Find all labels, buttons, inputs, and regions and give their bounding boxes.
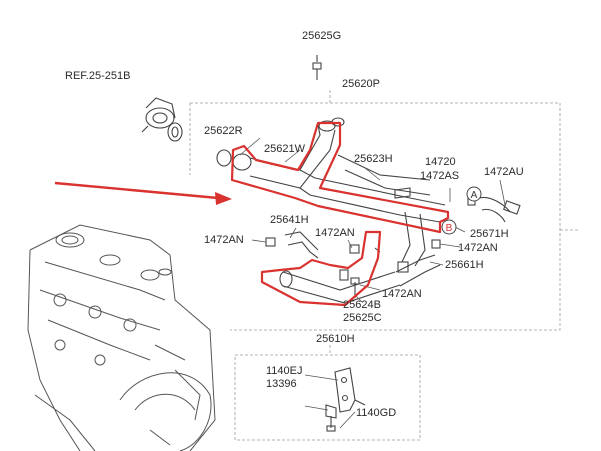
callout-a: A [466, 186, 482, 202]
label-1472AN-left: 1472AN [204, 234, 244, 246]
label-1472AU: 1472AU [484, 166, 524, 178]
label-25661H: 25661H [445, 259, 484, 271]
label-ref: REF.25-251B [65, 70, 131, 82]
label-25641H: 25641H [270, 214, 309, 226]
assembly-frame [189, 90, 580, 331]
label-13396: 13396 [266, 378, 297, 390]
label-25620P: 25620P [342, 78, 380, 90]
callout-b: B [441, 219, 457, 235]
bolt-25625G [312, 55, 322, 80]
label-14720: 14720 [425, 156, 456, 168]
label-1472AS: 1472AS [420, 170, 460, 182]
engine-block-drawing [27, 224, 216, 451]
label-25621W: 25621W [264, 143, 305, 155]
label-25671H: 25671H [470, 228, 509, 240]
label-25625C: 25625C [343, 312, 382, 324]
label-1140GD: 1140GD [356, 407, 397, 419]
pointer-arrow [54, 181, 232, 205]
label-25610H: 25610H [316, 333, 355, 345]
label-25625G: 25625G [302, 30, 342, 42]
bracket-frame [234, 345, 421, 441]
label-1472AN-mid: 1472AN [315, 227, 355, 239]
label-25622R: 25622R [204, 125, 243, 137]
highlight-outline-lower [260, 230, 382, 307]
svg-text:A: A [471, 190, 478, 201]
label-1472AN-bottom: 1472AN [382, 288, 422, 300]
label-1140EJ: 1140EJ [266, 365, 303, 377]
bracket-drawing [325, 367, 366, 432]
svg-text:B: B [446, 223, 453, 234]
label-1472AN-right: 1472AN [458, 242, 498, 254]
label-25624B: 25624B [343, 299, 381, 311]
highlight-outline [230, 121, 450, 234]
label-25623H: 25623H [354, 153, 393, 165]
thermostat-housing-drawing [141, 97, 183, 142]
